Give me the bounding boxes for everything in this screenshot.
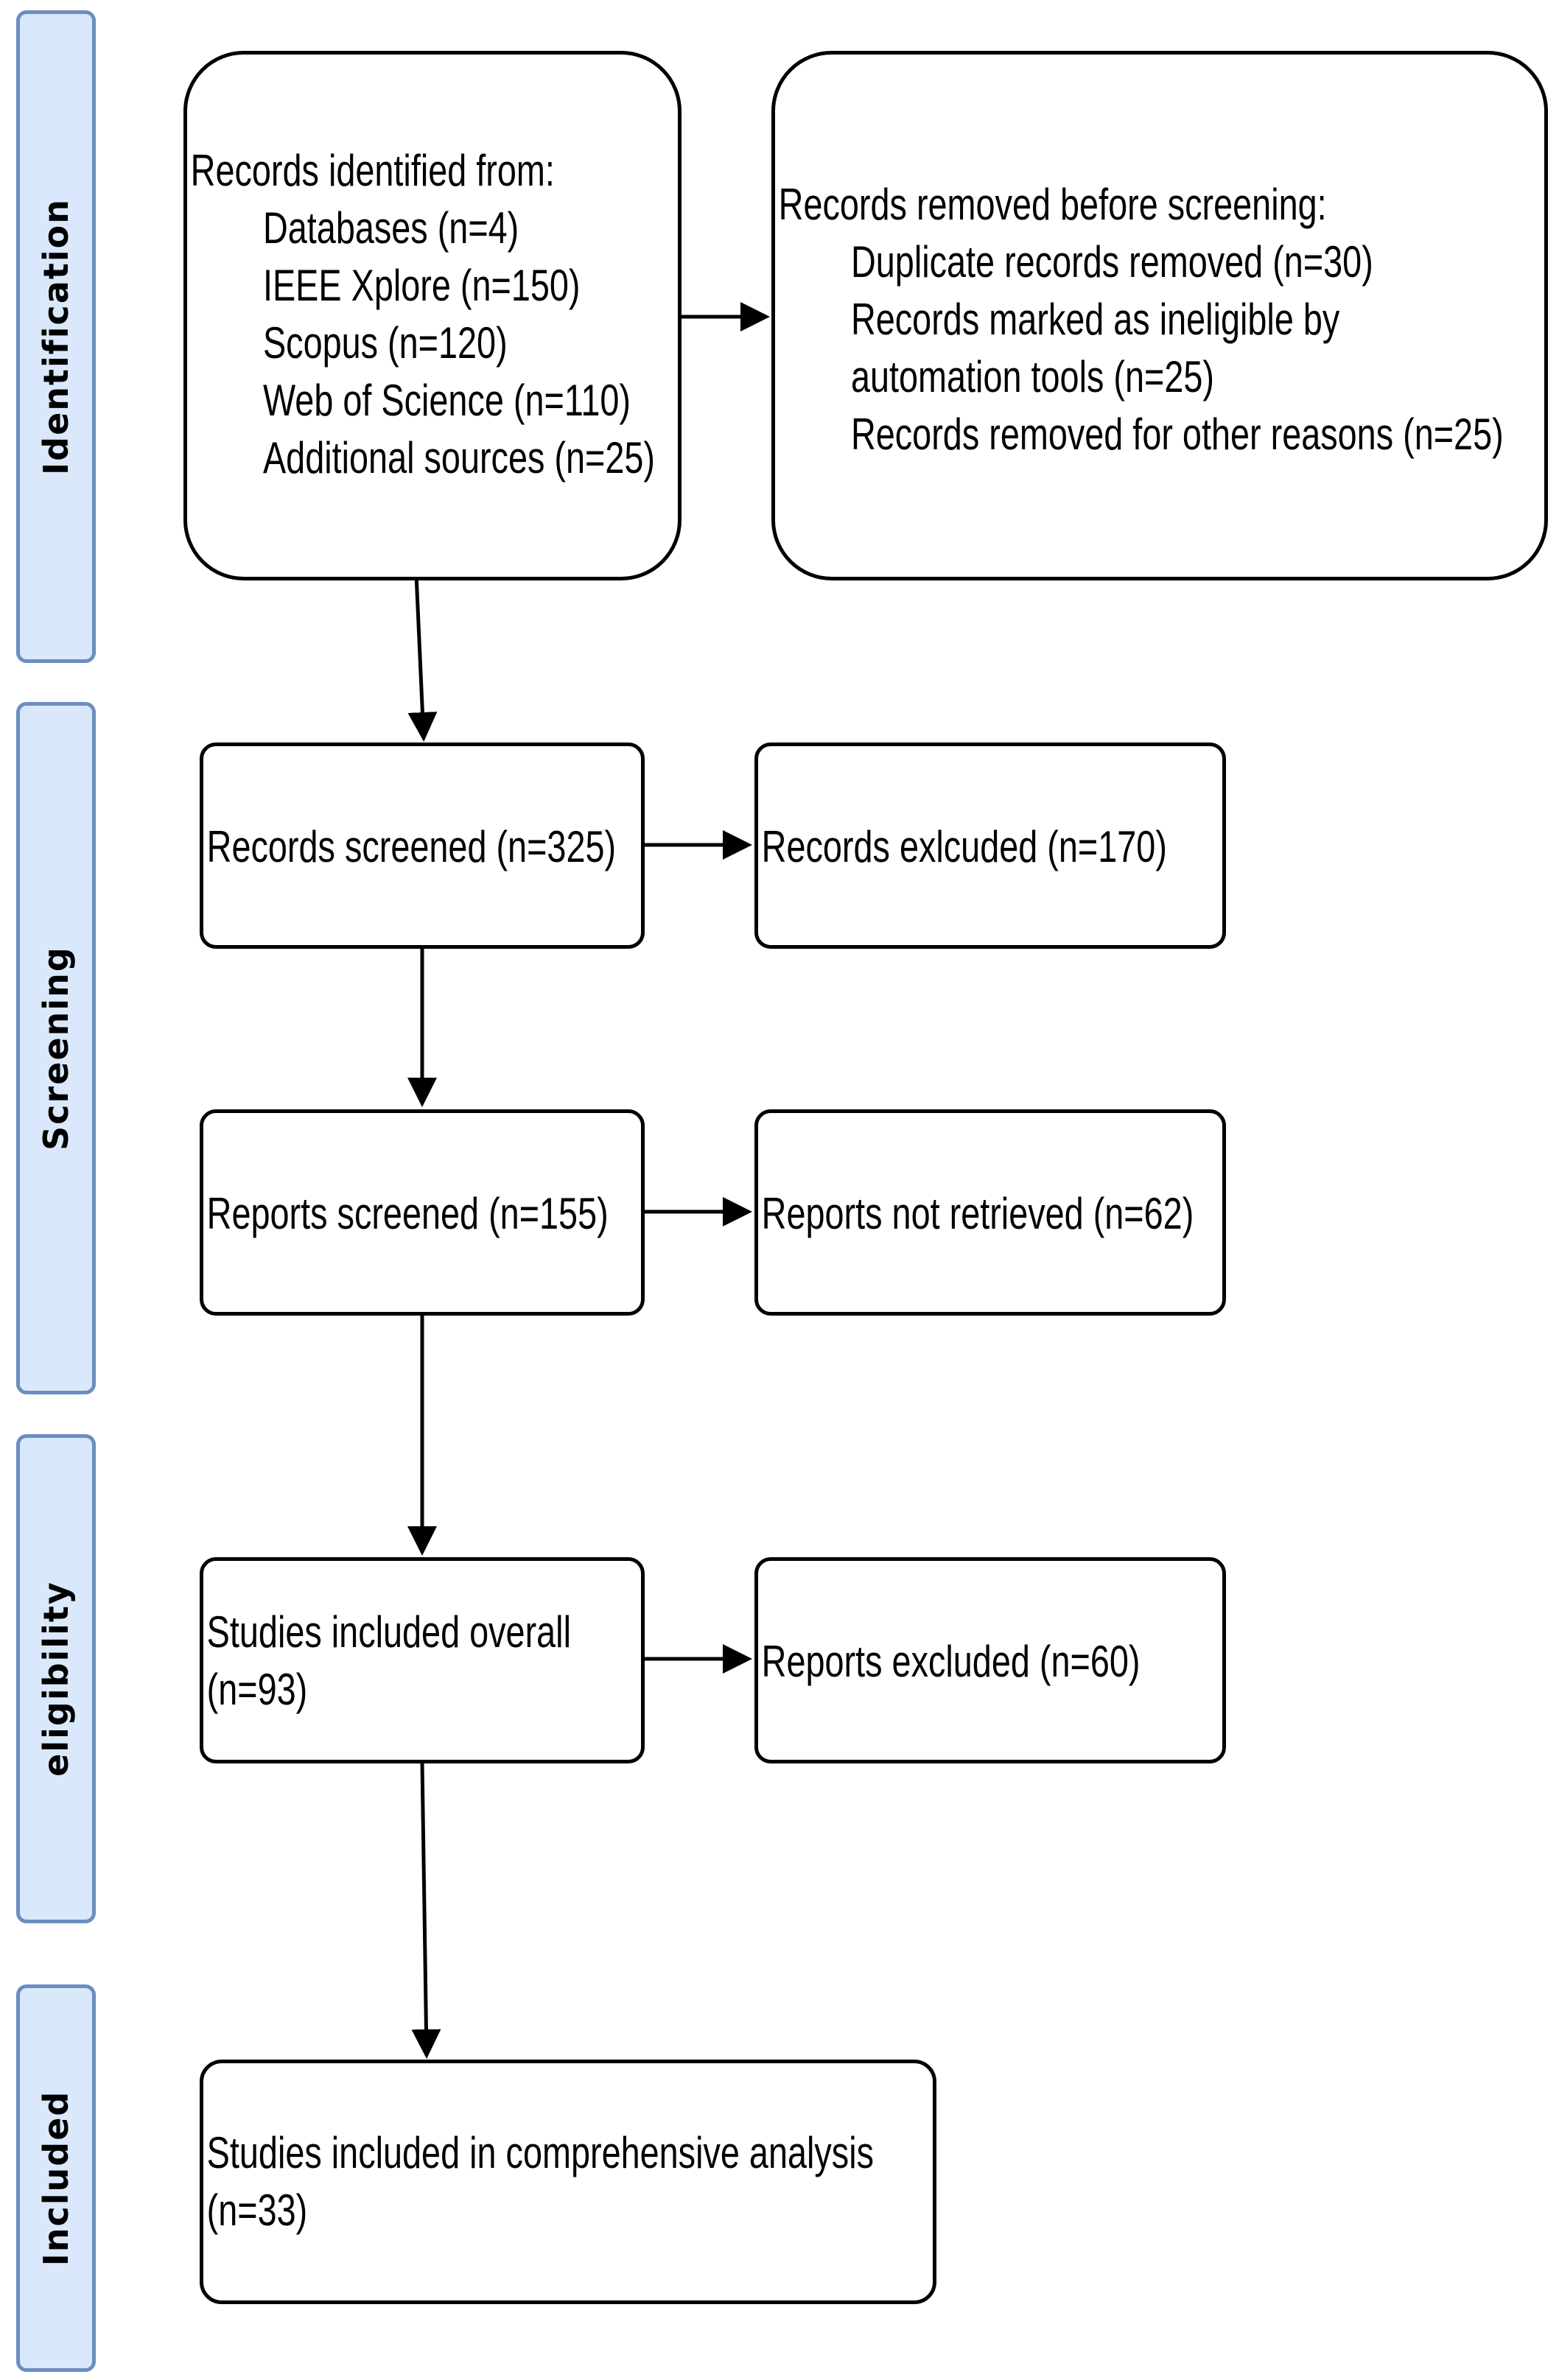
arrow-identified-to-screened: [407, 574, 438, 742]
records-removed-box: Records removed before screening: Duplic…: [771, 51, 1548, 580]
records-screened-text: Records screened (n=325): [206, 822, 617, 871]
records-screened-box: Records screened (n=325): [200, 743, 645, 949]
phase-bar-screening: Screening: [16, 702, 96, 1394]
phase-bar-included: Included: [16, 1984, 96, 2372]
duplicate-records-removed: Duplicate records removed (n=30): [850, 237, 1373, 287]
records-identified-heading: Records identified from:: [190, 146, 555, 195]
reports-screened-text: Reports screened (n=155): [206, 1189, 609, 1238]
reports-screened-box: Reports screened (n=155): [200, 1109, 645, 1316]
automation-tools-count: automation tools (n=25): [850, 352, 1214, 401]
source-scopus: Scopus (n=120): [262, 318, 508, 368]
studies-included-overall-count: (n=93): [206, 1665, 308, 1714]
records-identified-box: Records identified from: Databases (n=4)…: [183, 51, 682, 580]
phase-bar-identification: Identification: [16, 10, 96, 663]
studies-included-analysis-box: Studies included in comprehensive analys…: [200, 2060, 936, 2304]
studies-included-analysis-count: (n=33): [206, 2186, 308, 2235]
source-web-of-science: Web of Science (n=110): [262, 376, 631, 425]
records-removed-other-reasons: Records removed for other reasons (n=25): [850, 410, 1504, 459]
records-marked-ineligible: Records marked as ineligible by: [850, 295, 1340, 344]
reports-excluded-text: Reports excluded (n=60): [761, 1637, 1141, 1686]
arrow-studies-overall-to-analysis: [411, 1761, 441, 2059]
source-ieee-xplore: IEEE Xplore (n=150): [262, 261, 581, 310]
source-additional: Additional sources (n=25): [262, 433, 655, 482]
records-removed-heading: Records removed before screening:: [778, 180, 1327, 229]
studies-included-overall-box: Studies included overall (n=93): [200, 1557, 645, 1763]
records-excluded-text: Records exlcuded (n=170): [761, 822, 1167, 871]
records-excluded-box: Records exlcuded (n=170): [754, 743, 1226, 949]
source-databases: Databases (n=4): [262, 203, 519, 253]
reports-not-retrieved-box: Reports not retrieved (n=62): [754, 1109, 1226, 1316]
studies-included-overall-text: Studies included overall: [206, 1607, 571, 1657]
phase-bar-eligibility: eligibility: [16, 1434, 96, 1923]
reports-excluded-box: Reports excluded (n=60): [754, 1557, 1226, 1763]
studies-included-analysis-text: Studies included in comprehensive analys…: [206, 2128, 874, 2177]
reports-not-retrieved-text: Reports not retrieved (n=62): [761, 1189, 1194, 1238]
